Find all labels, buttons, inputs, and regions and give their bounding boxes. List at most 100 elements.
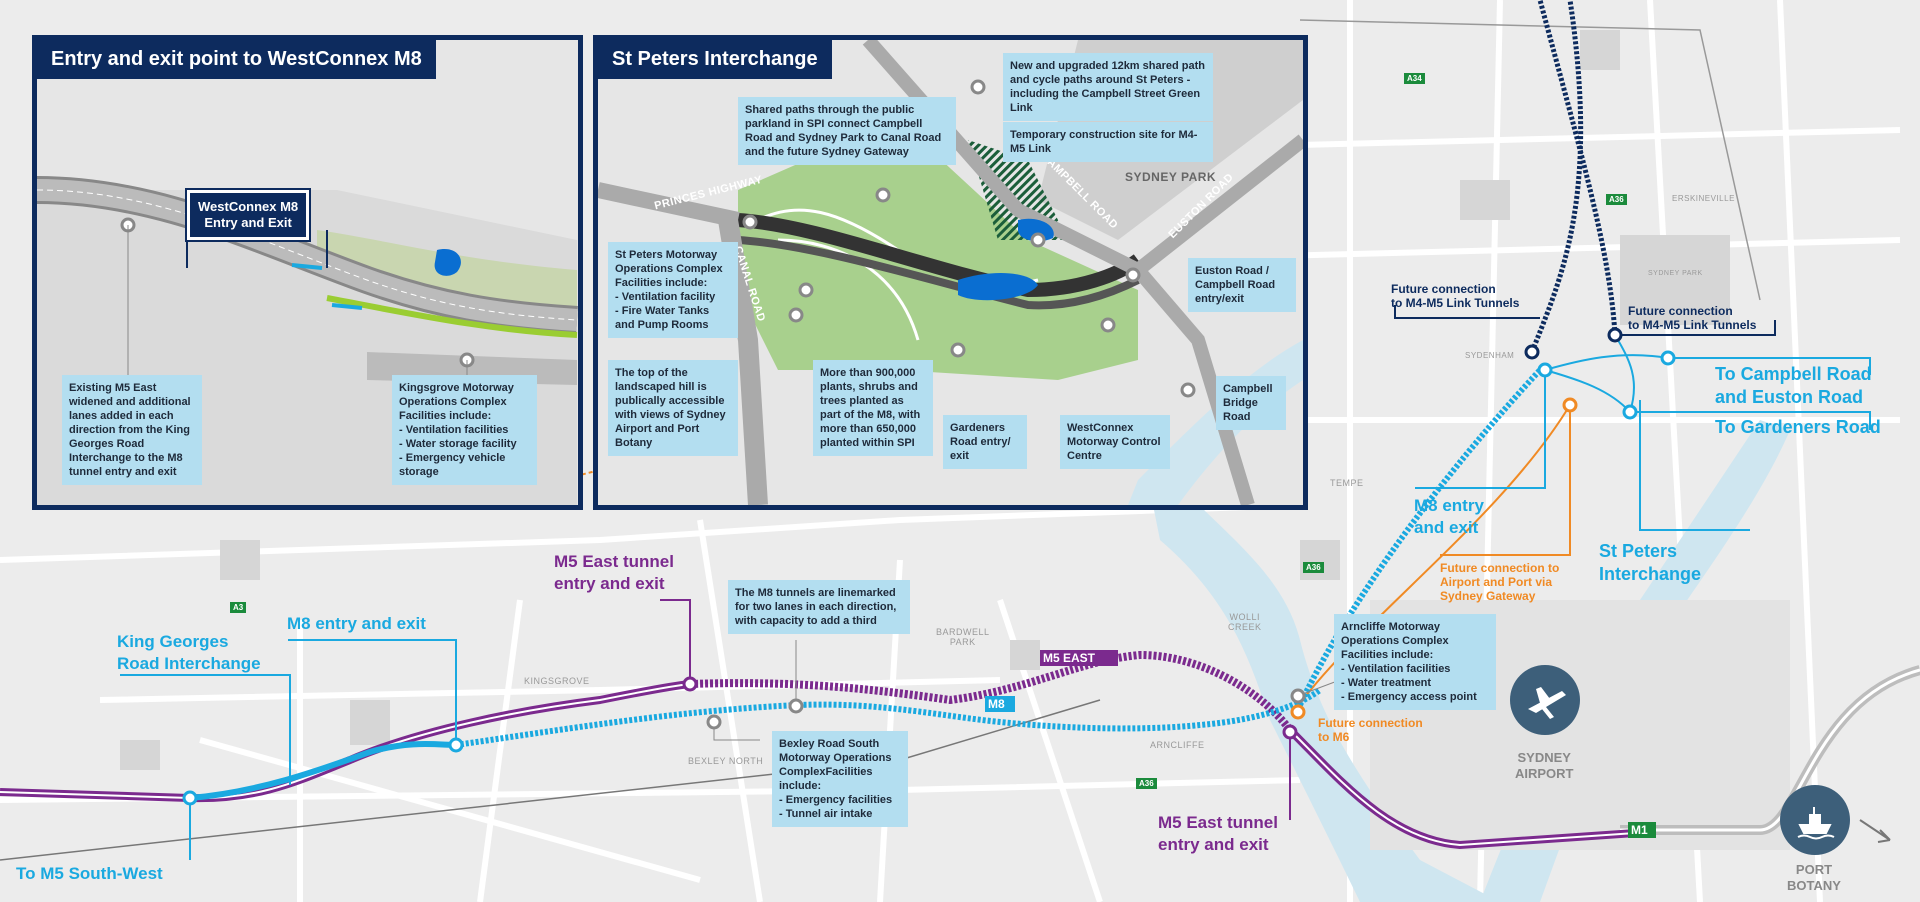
m1-badge-label: M1 (1631, 823, 1648, 837)
spi-complex-item: Fire Water Tanks and Pump Rooms (615, 304, 731, 332)
m8-sign-box: WestConnex M8 Entry and Exit (184, 188, 312, 242)
label-port-botany: PORT BOTANY (1787, 862, 1841, 893)
shield-a3: A3 (230, 602, 247, 613)
kingsgrove-item: Water storage facility (399, 437, 530, 451)
shield-a34: A34 (1404, 73, 1425, 84)
node-future-airport (1562, 397, 1578, 413)
place-bardwell-park: BARDWELL PARK (936, 627, 990, 647)
label-to-m5-south-west: To M5 South-West (16, 864, 163, 883)
label-future-m4m5-east: Future connection to M4-M5 Link Tunnels (1628, 304, 1757, 332)
node-arncliffe (1290, 688, 1306, 704)
arncliffe-item: Emergency access point (1341, 690, 1489, 704)
m4-m5-link-tunnels (1529, 0, 1618, 353)
m8-route (189, 367, 1543, 801)
place-wolli-creek: WOLLI CREEK (1228, 612, 1262, 632)
bexley-title: Bexley Road South Motorway Operations Co… (779, 738, 892, 792)
node-kg-interchange (182, 790, 198, 806)
label-to-gardeners-road: To Gardeners Road (1715, 417, 1881, 437)
route-nodes (182, 327, 1676, 806)
place-bexley-north: BEXLEY NORTH (688, 756, 764, 766)
airplane-icon (1510, 665, 1580, 735)
node-future-m6 (1290, 704, 1306, 720)
label-m8-entry-east: M8 entry and exit (1414, 496, 1484, 537)
info-st-peters-complex: St Peters Motorway Operations Complex Fa… (608, 242, 738, 338)
label-sydney-airport: SYDNEY AIRPORT (1515, 750, 1574, 781)
node-m5-east-tunnel-east (1282, 724, 1298, 740)
arncliffe-item: Water treatment (1341, 676, 1489, 690)
m5-east-badge (1040, 650, 1118, 666)
info-campbell-bridge: Campbell Bridge Road (1216, 376, 1286, 430)
shield-a36-north: A36 (1606, 194, 1627, 205)
label-future-m6: Future connection to M6 (1318, 716, 1423, 744)
info-m5-east-widened: Existing M5 East widened and additional … (62, 375, 202, 485)
label-sydney-park-inset: SYDNEY PARK (1125, 170, 1217, 184)
label-future-airport: Future connection to Airport and Port vi… (1440, 561, 1560, 603)
spi-complex-item: Ventilation facility (615, 290, 731, 304)
shield-a36-south: A36 (1136, 778, 1157, 789)
info-linemarked: The M8 tunnels are linemarked for two la… (728, 580, 910, 634)
shield-a36-tempe: A36 (1303, 562, 1324, 573)
kingsgrove-title: Kingsgrove Motorway Operations Complex F… (399, 382, 514, 422)
node-m8-entry-east (1537, 362, 1553, 378)
info-kingsgrove: Kingsgrove Motorway Operations Complex F… (392, 375, 537, 485)
railway-line-north (1299, 19, 1761, 301)
label-kg-interchange: King Georges Road Interchange (117, 632, 261, 673)
label-m8-entry-west: M8 entry and exit (287, 614, 426, 633)
m8-badge-label: M8 (988, 697, 1005, 711)
interchange-spokes (1415, 334, 1871, 531)
node-gardeners (1622, 404, 1638, 420)
node-future-m4m5-east (1607, 327, 1623, 343)
place-sydney-park: SYDNEY PARK (1648, 270, 1703, 277)
m8-badge (985, 696, 1015, 712)
leader-lines (120, 305, 1776, 860)
label-st-peters-interchange: St Peters Interchange (1599, 541, 1702, 584)
info-bexley: Bexley Road South Motorway Operations Co… (772, 731, 908, 827)
arncliffe-title: Arncliffe Motorway Operations Complex Fa… (1341, 621, 1449, 661)
place-arncliffe: ARNCLIFFE (1150, 740, 1205, 750)
info-gardeners-road: Gardeners Road entry/ exit (943, 415, 1027, 469)
node-bexley (706, 714, 722, 730)
cooks-river (1140, 440, 1500, 902)
inset-spi-title: St Peters Interchange (598, 40, 832, 79)
info-temporary-site: Temporary construction site for M4-M5 Li… (1003, 122, 1213, 162)
node-future-m4m5-west (1524, 344, 1540, 360)
spi-complex-title: St Peters Motorway Operations Complex Fa… (615, 249, 723, 289)
place-tempe: TEMPE (1330, 478, 1364, 488)
inset-m8-title: Entry and exit point to WestConnex M8 (37, 40, 436, 79)
kingsgrove-item: Ventilation facilities (399, 423, 530, 437)
bexley-item: Tunnel air intake (779, 807, 901, 821)
info-arncliffe: Arncliffe Motorway Operations Complex Fa… (1334, 614, 1496, 710)
label-m5-east-tunnel-east: M5 East tunnel entry and exit (1158, 813, 1278, 854)
label-future-m4m5-west: Future connection to M4-M5 Link Tunnels (1391, 282, 1520, 310)
node-linemarked (788, 698, 804, 714)
info-landscaped-hill: The top of the landscaped hill is public… (608, 360, 738, 456)
future-airport-link (1294, 404, 1571, 711)
label-m5-east-tunnel-west: M5 East tunnel entry and exit (554, 552, 674, 593)
m5-east-badge-label: M5 EAST (1043, 651, 1096, 665)
info-plants: More than 900,000 plants, shrubs and tre… (813, 360, 933, 456)
node-m8-entry-west (448, 737, 464, 753)
info-parkland-paths: Shared paths through the public parkland… (738, 97, 956, 165)
ship-icon (1780, 785, 1850, 855)
m5-east-route (0, 650, 1651, 850)
building-blocks (120, 30, 1730, 770)
node-m5-east-tunnel-west (682, 676, 698, 692)
road-badges (985, 650, 1656, 838)
place-kingsgrove: KINGSGROVE (524, 676, 590, 686)
info-control-centre: WestConnex Motorway Control Centre (1060, 415, 1170, 469)
inset-st-peters: St Peters Interchange PRINCES HIGHWAY CA… (593, 35, 1308, 510)
node-campbell (1660, 350, 1676, 366)
arncliffe-item: Ventilation facilities (1341, 662, 1489, 676)
inset-m8-entry: Entry and exit point to WestConnex M8 We… (32, 35, 583, 510)
arrow-port-icon (1859, 819, 1891, 843)
bexley-item: Emergency facilities (779, 793, 901, 807)
label-to-campbell-road: To Campbell Road and Euston Road (1715, 364, 1872, 407)
info-euston-campbell: Euston Road / Campbell Road entry/exit (1188, 258, 1296, 312)
m1-badge (1628, 822, 1656, 838)
place-erskineville: ERSKINEVILLE (1672, 194, 1735, 203)
kingsgrove-item: Emergency vehicle storage (399, 451, 530, 479)
info-shared-paths-12km: New and upgraded 12km shared path and cy… (1003, 53, 1213, 121)
place-sydenham: SYDENHAM (1465, 351, 1515, 360)
